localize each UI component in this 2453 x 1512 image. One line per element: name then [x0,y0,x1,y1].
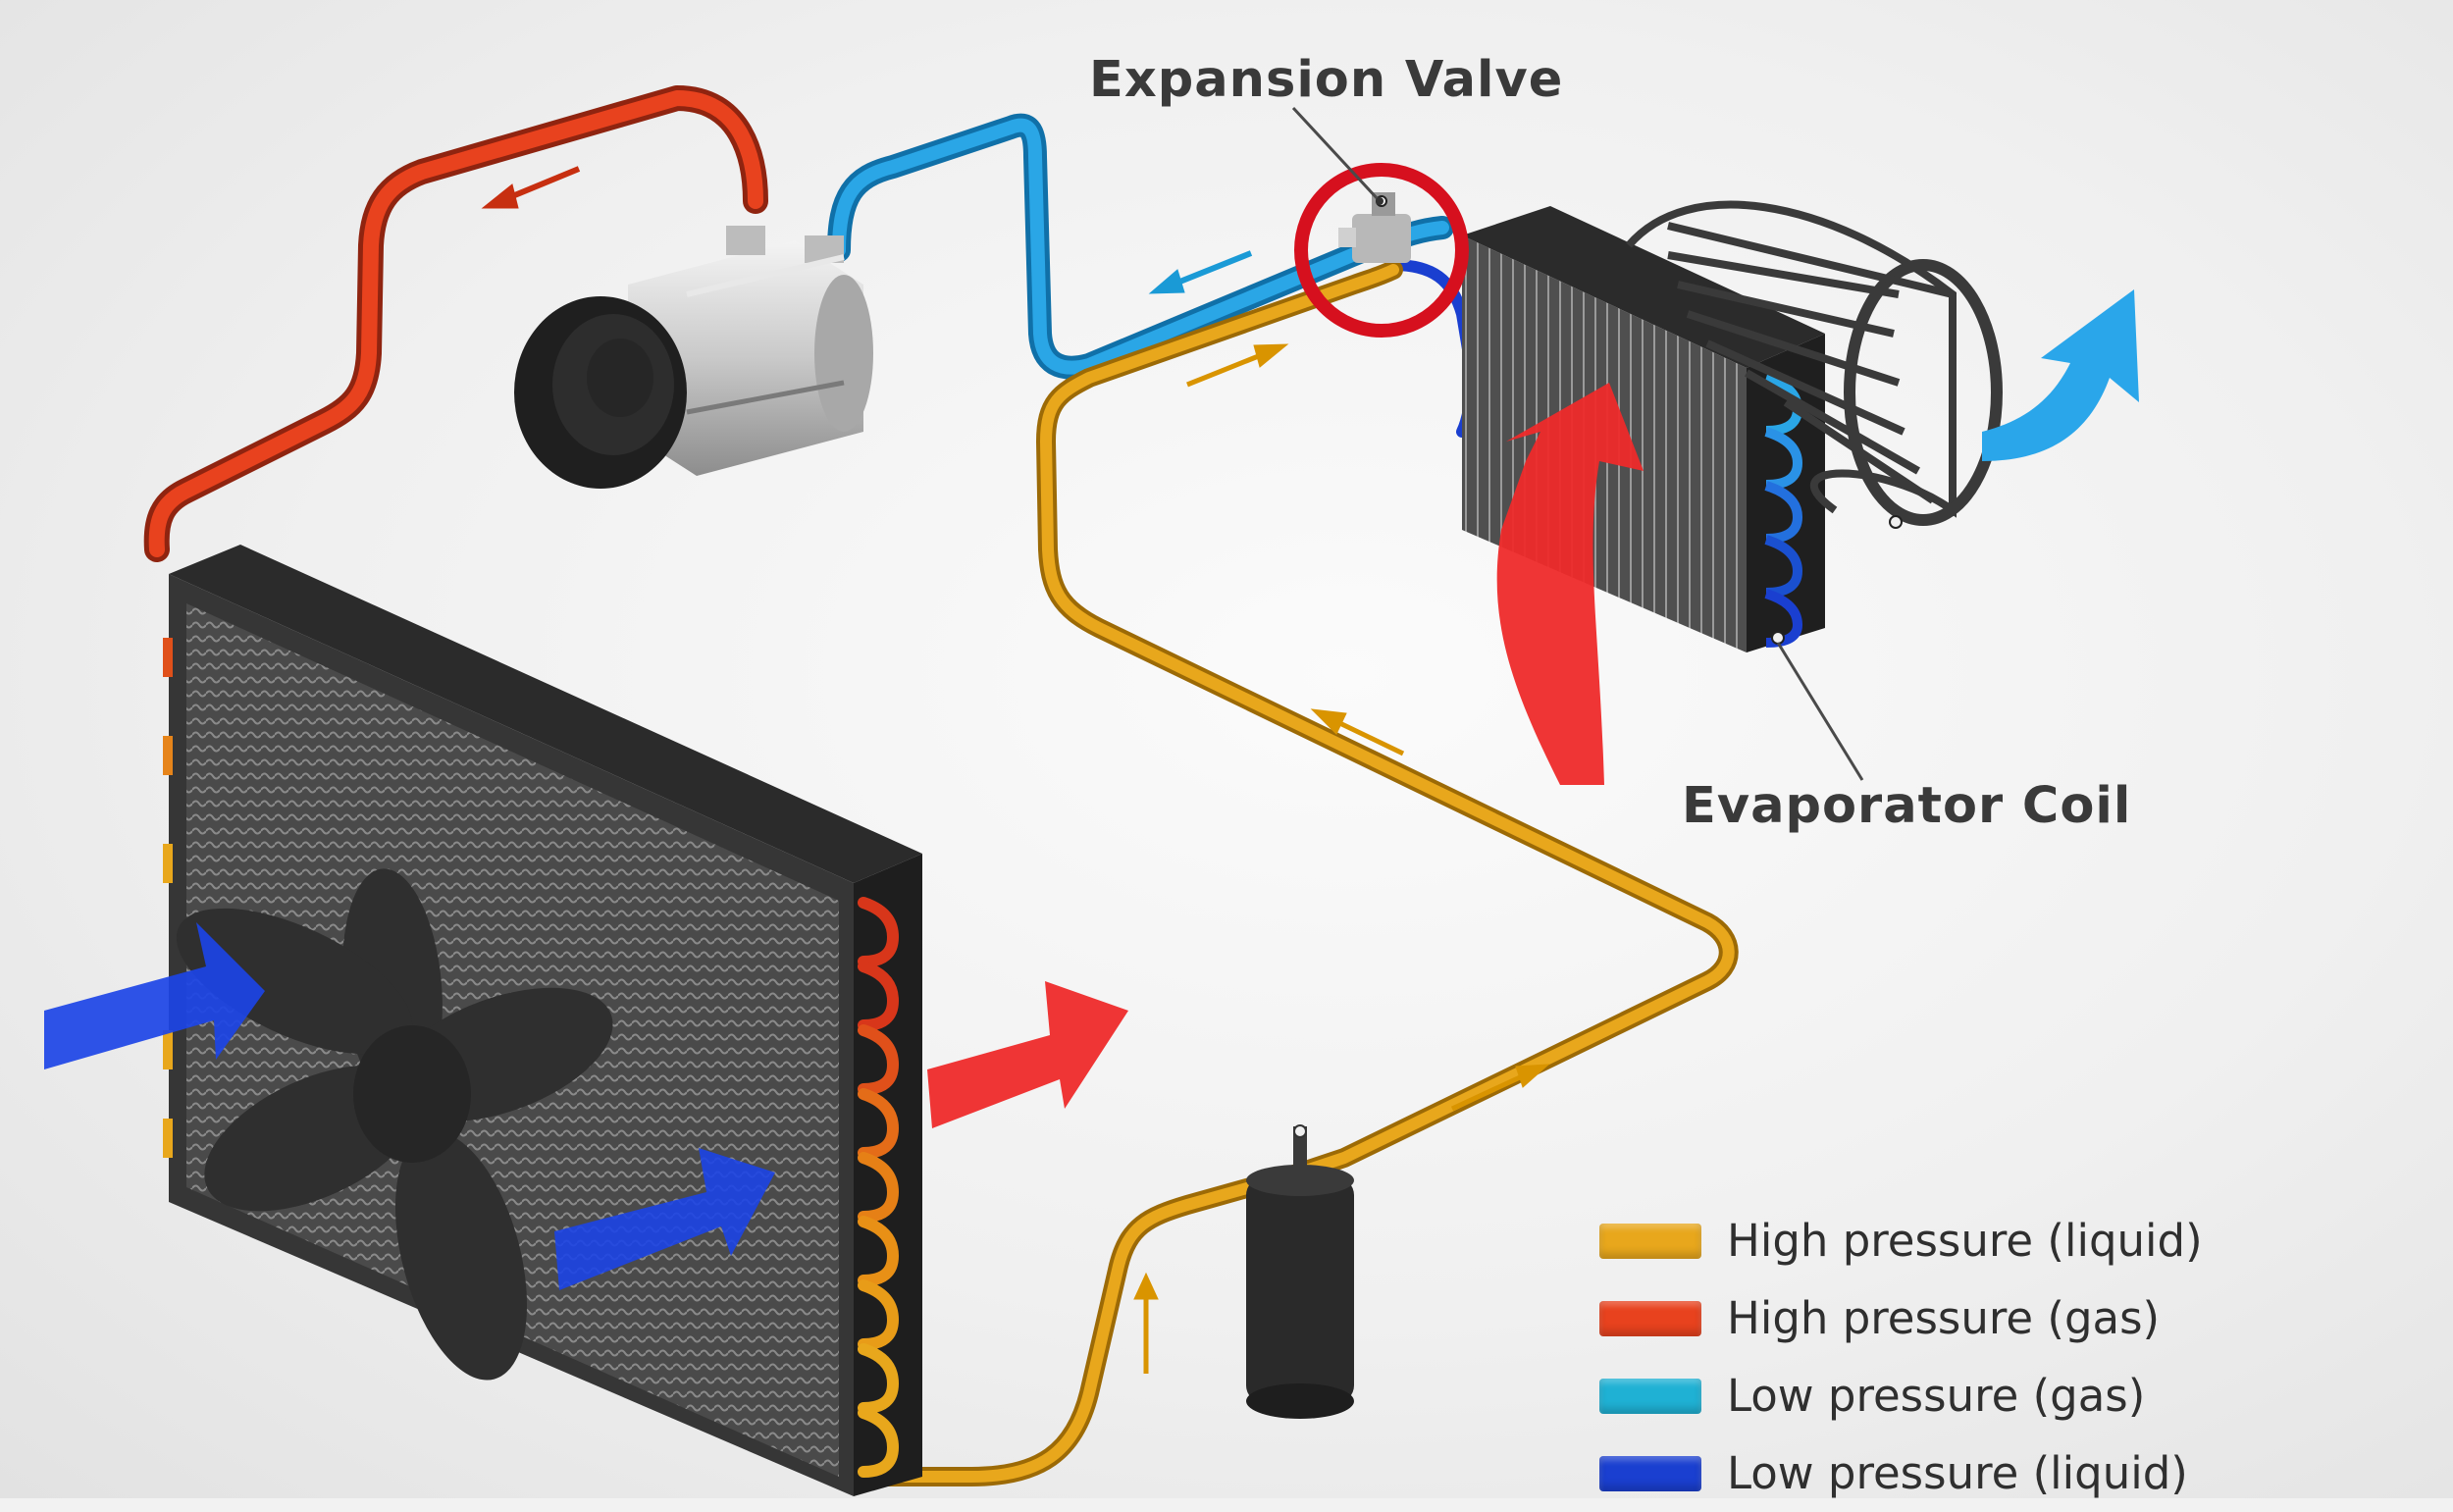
condenser-fan [176,868,613,1381]
legend-label-low-pressure-gas: Low pressure (gas) [1727,1370,2146,1422]
legend-swatch-high-pressure-liquid [1599,1223,1701,1259]
flow-arrow-liquid-up-right-bottom [1450,1064,1550,1112]
legend-item-low-pressure-gas: Low pressure (gas) [1599,1357,2203,1434]
compressor [514,226,873,489]
pressure-legend: High pressure (liquid) High pressure (ga… [1599,1202,2203,1512]
flow-arrow-gas-left [481,166,581,209]
receiver-drier [1246,1124,1354,1419]
flow-arrow-liquid-up-right-top [1186,343,1289,388]
expansion-valve-leader-line [1291,106,1382,203]
expansion-valve-label: Expansion Valve [1089,51,1564,109]
legend-label-high-pressure-liquid: High pressure (liquid) [1727,1215,2203,1267]
blower-wheel [1625,200,2003,529]
hot-air-out-arrow [927,981,1128,1128]
legend-swatch-low-pressure-gas [1599,1378,1701,1414]
legend-item-low-pressure-liquid: Low pressure (liquid) [1599,1434,2203,1512]
warm-air-in-arrow [1496,383,1644,785]
pipe-low-pressure-liquid [1387,259,1479,438]
cold-air-in-arrow [44,922,265,1069]
flow-arrow-liquid-up [1133,1272,1159,1374]
legend-item-high-pressure-gas: High pressure (gas) [1599,1279,2203,1357]
condenser-coil-hot [858,897,900,1478]
cool-air-out-arrow [1982,289,2139,461]
expansion-valve [1338,192,1411,263]
legend-label-high-pressure-gas: High pressure (gas) [1727,1292,2161,1344]
expansion-valve-highlight-ring [1294,163,1469,338]
legend-swatch-high-pressure-gas [1599,1300,1701,1336]
evaporator-coil-label: Evaporator Coil [1682,777,2132,835]
legend-swatch-low-pressure-liquid [1599,1455,1701,1491]
legend-label-low-pressure-liquid: Low pressure (liquid) [1727,1447,2188,1499]
legend-item-high-pressure-liquid: High pressure (liquid) [1599,1202,2203,1279]
evaporator-coil-leader-line [1776,642,1864,781]
cold-air-through-arrow [554,1148,775,1290]
flow-arrow-low-gas-left [1148,250,1253,294]
flow-arrow-liquid-up-left [1310,708,1405,756]
